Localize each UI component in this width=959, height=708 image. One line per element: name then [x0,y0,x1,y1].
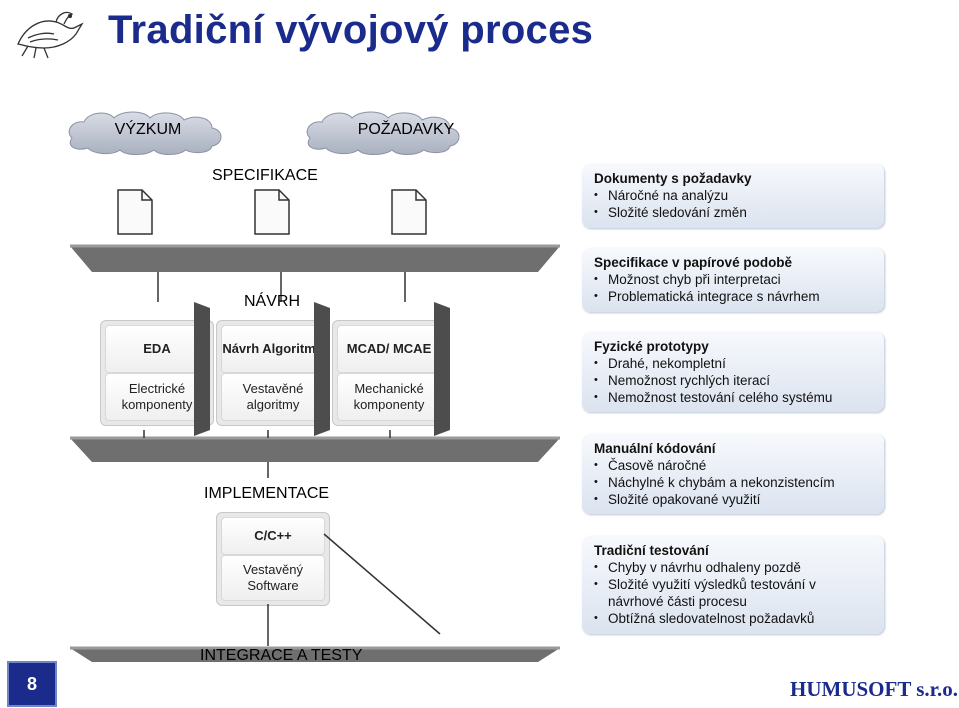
company-name: HUMUSOFT s.r.o. [790,677,959,701]
note-item: Nemožnost testování celého systému [594,389,874,406]
note-item: Drahé, nekompletní [594,355,874,372]
design-column-algoritmy: Návrh Algoritmů Vestavěné algoritmy [216,320,330,426]
column-title: MCAD/ MCAE [346,341,432,356]
note-item: Obtížná sledovatelnost požadavků [594,610,874,627]
clouds-graphic [68,111,460,155]
note-dokumenty: Dokumenty s požadavky Náročné na analýzu… [582,164,884,228]
document-icon [254,189,290,235]
document-icon [117,189,153,235]
cloud-pozadavky [306,111,460,155]
documents-graphic [117,189,427,235]
note-heading: Specifikace v papírové podobě [594,255,793,270]
note-specifikace: Specifikace v papírové podobě Možnost ch… [582,248,884,312]
note-item: Náročné na analýzu [594,187,874,204]
cloud-label-pozadavky: POŽADAVKY [357,121,455,138]
stage-navrh: NÁVRH [244,293,301,310]
bird-logo-icon [17,11,84,59]
stage-specifikace: SPECIFIKACE [212,167,318,184]
cloud-label-vyzkum: VÝZKUM [114,121,182,138]
note-heading: Tradiční testování [594,543,709,558]
page-number: 8 [7,661,57,707]
note-item: Problematická integrace s návrhem [594,288,874,305]
note-item: Nemožnost rychlých iterací [594,372,874,389]
note-item: Možnost chyb při interpretaci [594,271,874,288]
note-item: Náchylné k chybám a nekonzistencím [594,474,874,491]
note-heading: Dokumenty s požadavky [594,171,752,186]
note-heading: Manuální kódování [594,441,716,456]
stage-integrace: INTEGRACE A TESTY [200,647,363,664]
slide-title: Tradiční vývojový proces [108,8,594,52]
design-column-mcad: MCAD/ MCAE Mechanické komponenty [332,320,446,426]
stage-implementace: IMPLEMENTACE [204,485,330,502]
note-item: Složité využití výsledků testování v náv… [594,576,874,610]
note-item: Časově náročné [594,457,874,474]
column-title: Návrh Algoritmů [222,341,324,356]
flow-bars-lower [70,430,560,478]
flow-bars-integration [70,533,560,662]
flow-bars-upper [70,244,560,302]
note-item: Složité opakované využití [594,491,874,508]
column-detail: Mechanické komponenty [337,373,441,421]
column-detail: Vestavěný Software [221,555,325,601]
note-item: Složité sledování změn [594,204,874,221]
note-heading: Fyzické prototypy [594,339,709,354]
column-title: EDA [143,341,171,356]
note-testovani: Tradiční testování Chyby v návrhu odhale… [582,536,884,634]
column-detail: Electrické komponenty [105,373,209,421]
note-kodovani: Manuální kódování Časově náročné Náchyln… [582,434,884,514]
note-item: Chyby v návrhu odhaleny pozdě [594,559,874,576]
note-prototypy: Fyzické prototypy Drahé, nekompletní Nem… [582,332,884,412]
column-title: C/C++ [254,528,292,543]
document-icon [391,189,427,235]
impl-column-software: C/C++ Vestavěný Software [216,512,330,606]
column-dividers [194,302,450,436]
column-detail: Vestavěné algoritmy [221,373,325,421]
cloud-vyzkum [68,111,222,155]
